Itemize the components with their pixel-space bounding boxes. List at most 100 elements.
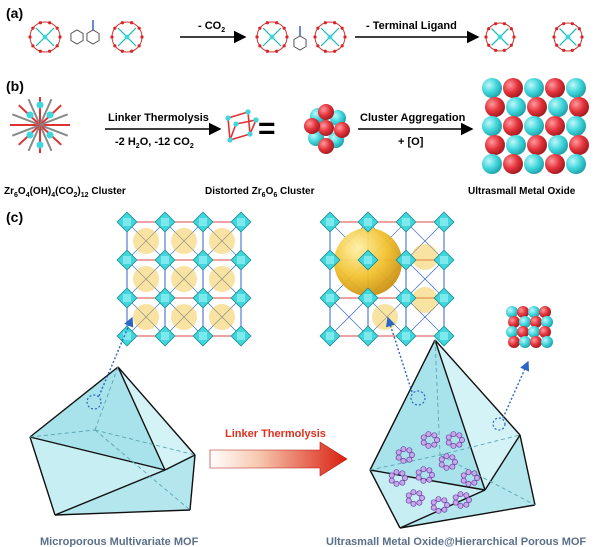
caption-left: Microporous Multivariate MOF: [40, 536, 199, 547]
pore-node: [419, 495, 425, 501]
pore-node: [395, 454, 402, 461]
octahedron-right: [369, 339, 536, 529]
linker-bond: [39, 124, 53, 152]
oxygen-atom: [340, 44, 344, 48]
oxygen-atom: [258, 44, 262, 48]
linker-bond: [11, 113, 41, 126]
lattice-atom: [569, 97, 589, 117]
zr-atom: [245, 109, 251, 115]
hierarchical-pores: [388, 431, 480, 514]
oxygen-atom: [140, 35, 144, 39]
pore-node: [415, 469, 422, 476]
oxygen-atom: [502, 22, 506, 26]
zr-atom: [233, 121, 239, 127]
lattice-atom: [539, 326, 551, 338]
oxygen-atom: [55, 44, 59, 48]
linker: [126, 259, 166, 299]
pore-node: [405, 497, 412, 504]
zr-atom: [36, 101, 44, 109]
micropore: [171, 228, 197, 254]
micropore: [209, 266, 235, 292]
benzene-ring: [70, 29, 84, 45]
oxygen-atom: [113, 26, 117, 30]
zr-o-bond: [235, 119, 257, 125]
pore-node: [445, 434, 452, 441]
lattice-atom: [541, 316, 553, 328]
zr-atom: [42, 34, 48, 40]
equals-sign: =: [258, 112, 276, 145]
micropore: [412, 287, 438, 313]
micropore: [209, 228, 235, 254]
linker-bond: [39, 98, 53, 126]
zr-node-face: [326, 218, 334, 226]
pore-node: [393, 469, 400, 476]
linker: [164, 259, 204, 299]
oxygen-atom: [282, 44, 286, 48]
lattice-atom: [503, 78, 523, 98]
zoom-circle-left: [86, 394, 102, 410]
pore-node: [395, 449, 402, 456]
pore-node: [449, 454, 456, 461]
oxygen-atom: [484, 35, 488, 39]
pore-node: [430, 504, 437, 511]
pore-node: [410, 500, 417, 507]
oxygen-atom: [265, 49, 269, 53]
linker-thermolysis-arrow: [209, 441, 348, 477]
oxygen-atom: [494, 48, 498, 52]
mof-linker-pair: [28, 20, 144, 53]
thermolysis-label: Linker Thermolysis: [225, 428, 326, 440]
oxygen-atom: [570, 48, 574, 52]
lattice-atom: [506, 306, 518, 318]
oxygen-atom: [509, 27, 513, 31]
pore-node: [457, 502, 464, 509]
zr-node-face: [199, 218, 207, 226]
lattice-atom: [517, 306, 529, 318]
zr-atom: [46, 131, 54, 139]
oxygen-atom: [333, 21, 337, 25]
zr-node-face: [440, 218, 448, 226]
panel-a-label: (a): [6, 5, 23, 21]
zr-o-bond: [247, 111, 251, 135]
oxygen-atom: [137, 26, 141, 30]
pore-node: [466, 497, 472, 503]
micropore: [209, 304, 235, 330]
zr-node-face: [440, 256, 448, 264]
lattice-atom: [503, 116, 523, 136]
linker: [405, 221, 445, 261]
zr-node-face: [199, 332, 207, 340]
oxygen-atom: [120, 21, 124, 25]
oxygen-atom: [313, 35, 317, 39]
pore-node: [456, 432, 463, 439]
bare-clusters: [484, 22, 584, 52]
zr-node-face: [402, 294, 410, 302]
oxygen-atom: [265, 21, 269, 25]
pore-node: [426, 467, 433, 474]
oxygen-atom: [487, 43, 491, 47]
lattice-atom: [482, 154, 502, 174]
pore-node: [465, 480, 472, 487]
zr-atom: [327, 34, 333, 40]
panel-c: (c): [6, 209, 586, 547]
pore-node: [430, 499, 437, 506]
zr-o-bond: [227, 111, 249, 119]
benzene-ring: [86, 29, 100, 45]
zr-node-face: [123, 294, 131, 302]
linker-bond: [39, 124, 69, 137]
pore-node: [406, 447, 413, 454]
oxygen-atom: [285, 35, 289, 39]
pore-node: [441, 506, 448, 513]
lattice-atom: [524, 116, 544, 136]
oxygen-atom: [552, 35, 556, 39]
oxygen-atom: [48, 49, 52, 53]
zr-o-bond: [229, 123, 237, 141]
pore-node: [438, 456, 445, 463]
micropore: [171, 304, 197, 330]
lattice-atom: [519, 336, 531, 348]
pore-node: [456, 441, 463, 448]
linker-bond: [27, 124, 41, 152]
zr-node-face: [326, 294, 334, 302]
pore-node: [441, 497, 448, 504]
oxygen-atom: [323, 49, 327, 53]
panel-b: (b) Linker Thermolysis -2 H2O, -12 CO2 =…: [4, 78, 589, 199]
